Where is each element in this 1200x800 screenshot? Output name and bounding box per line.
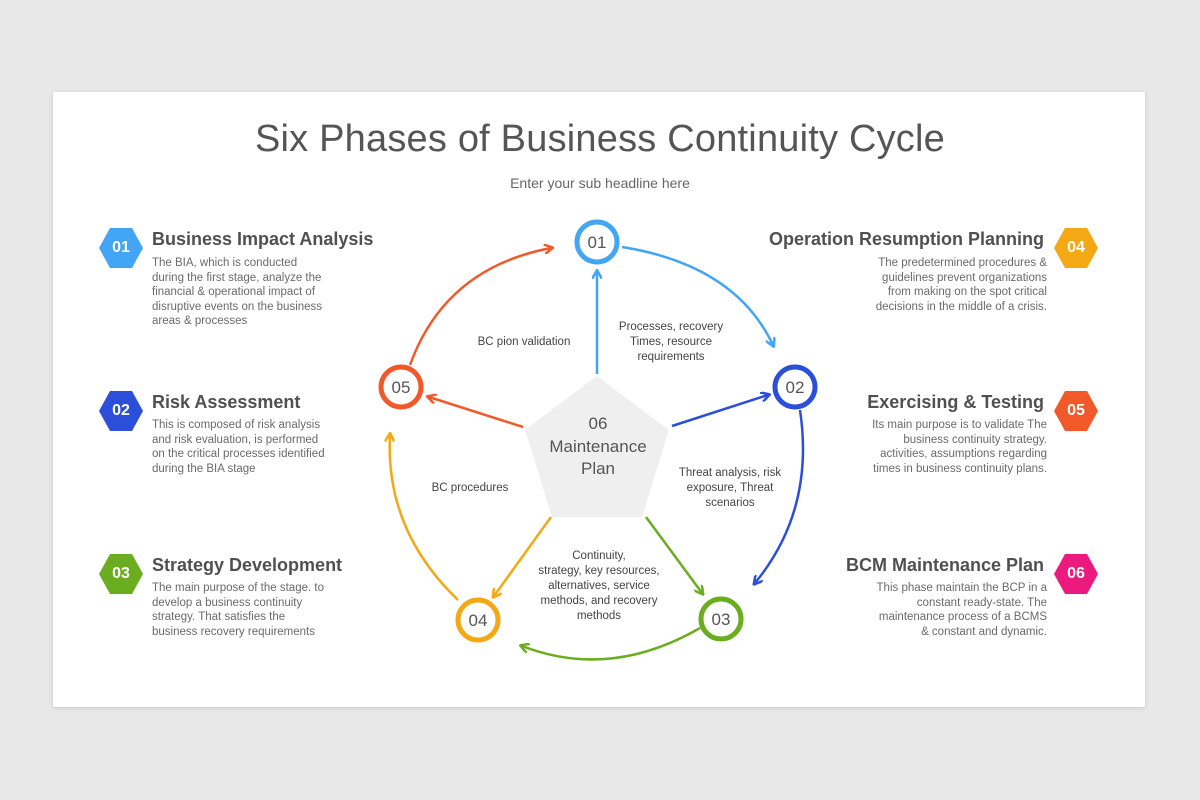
phase-05-description: Its main purpose is to validate The busi… (872, 419, 1047, 475)
node-03: 03 (698, 596, 744, 642)
arc-02-to-03 (755, 409, 805, 583)
spoke-to-02 (671, 395, 768, 428)
center-line-1: Maintenance (549, 437, 646, 456)
phase-05-badge: 05 (1054, 391, 1098, 431)
label-1-line-1: Processes, recovery (619, 321, 723, 333)
label-3-line-2: strategy, key resources, (538, 565, 659, 577)
phase-05-title: Exercising & Testing (867, 392, 1044, 412)
phase-06-description: This phase maintain the BCP in a constan… (876, 582, 1047, 638)
node-04-label: 04 (469, 611, 488, 630)
node-02-label: 02 (786, 378, 805, 397)
spoke-to-03 (644, 516, 702, 593)
page-subtitle: Enter your sub headline here (510, 175, 690, 191)
label-5: BC pion validation (478, 336, 571, 348)
label-3-line-4: methods, and recovery (541, 595, 658, 607)
label-2-line-2: exposure, Threat (687, 482, 775, 494)
arc-05-to-01 (408, 248, 551, 366)
node-04: 04 (455, 597, 501, 643)
phase-04-title: Operation Resumption Planning (768, 229, 1044, 249)
phase-02-title: Risk Assessment (152, 392, 301, 412)
phase-01-description: The BIA, which is conducted during the f… (152, 257, 323, 328)
spoke-to-05 (429, 397, 524, 429)
phase-03-description: The main purpose of the stage. to develo… (152, 582, 324, 638)
center-pentagon (525, 376, 669, 517)
phase-04-badge: 04 (1054, 228, 1098, 268)
label-2-line-1: Threat analysis, risk (679, 467, 782, 479)
phase-06-badge: 06 (1054, 554, 1098, 594)
center-line-2: Plan (581, 459, 615, 478)
label-2-line-3: scenarios (705, 497, 754, 509)
label-1-line-2: Times, resource (630, 336, 712, 348)
phase-03-badge: 03 (99, 554, 143, 594)
label-3-line-5: methods (577, 610, 621, 622)
node-01-label: 01 (588, 233, 607, 252)
label-3-line-1: Continuity, (572, 550, 625, 562)
page-title: Six Phases of Business Continuity Cycle (254, 118, 945, 160)
arc-03-to-04 (522, 626, 701, 661)
center-number: 06 (589, 414, 608, 433)
node-02: 02 (772, 364, 818, 410)
arc-04-to-05 (390, 435, 459, 601)
phase-06-title: BCM Maintenance Plan (845, 555, 1044, 575)
spoke-to-04 (494, 516, 553, 596)
node-01: 01 (574, 219, 620, 265)
phase-01-title: Business Impact Analysis (152, 229, 374, 249)
label-1-line-3: requirements (637, 351, 704, 363)
phase-04-description: The predetermined procedures & guideline… (875, 257, 1047, 313)
phase-02-description: This is composed of risk analysis and ri… (152, 419, 325, 475)
node-03-label: 03 (712, 610, 731, 629)
node-05-label: 05 (392, 378, 411, 397)
arc-01-to-02 (621, 245, 773, 345)
phase-03-title: Strategy Development (152, 555, 343, 575)
label-4: BC procedures (432, 482, 509, 494)
label-3-line-3: alternatives, service (548, 580, 650, 592)
node-05: 05 (378, 364, 424, 410)
